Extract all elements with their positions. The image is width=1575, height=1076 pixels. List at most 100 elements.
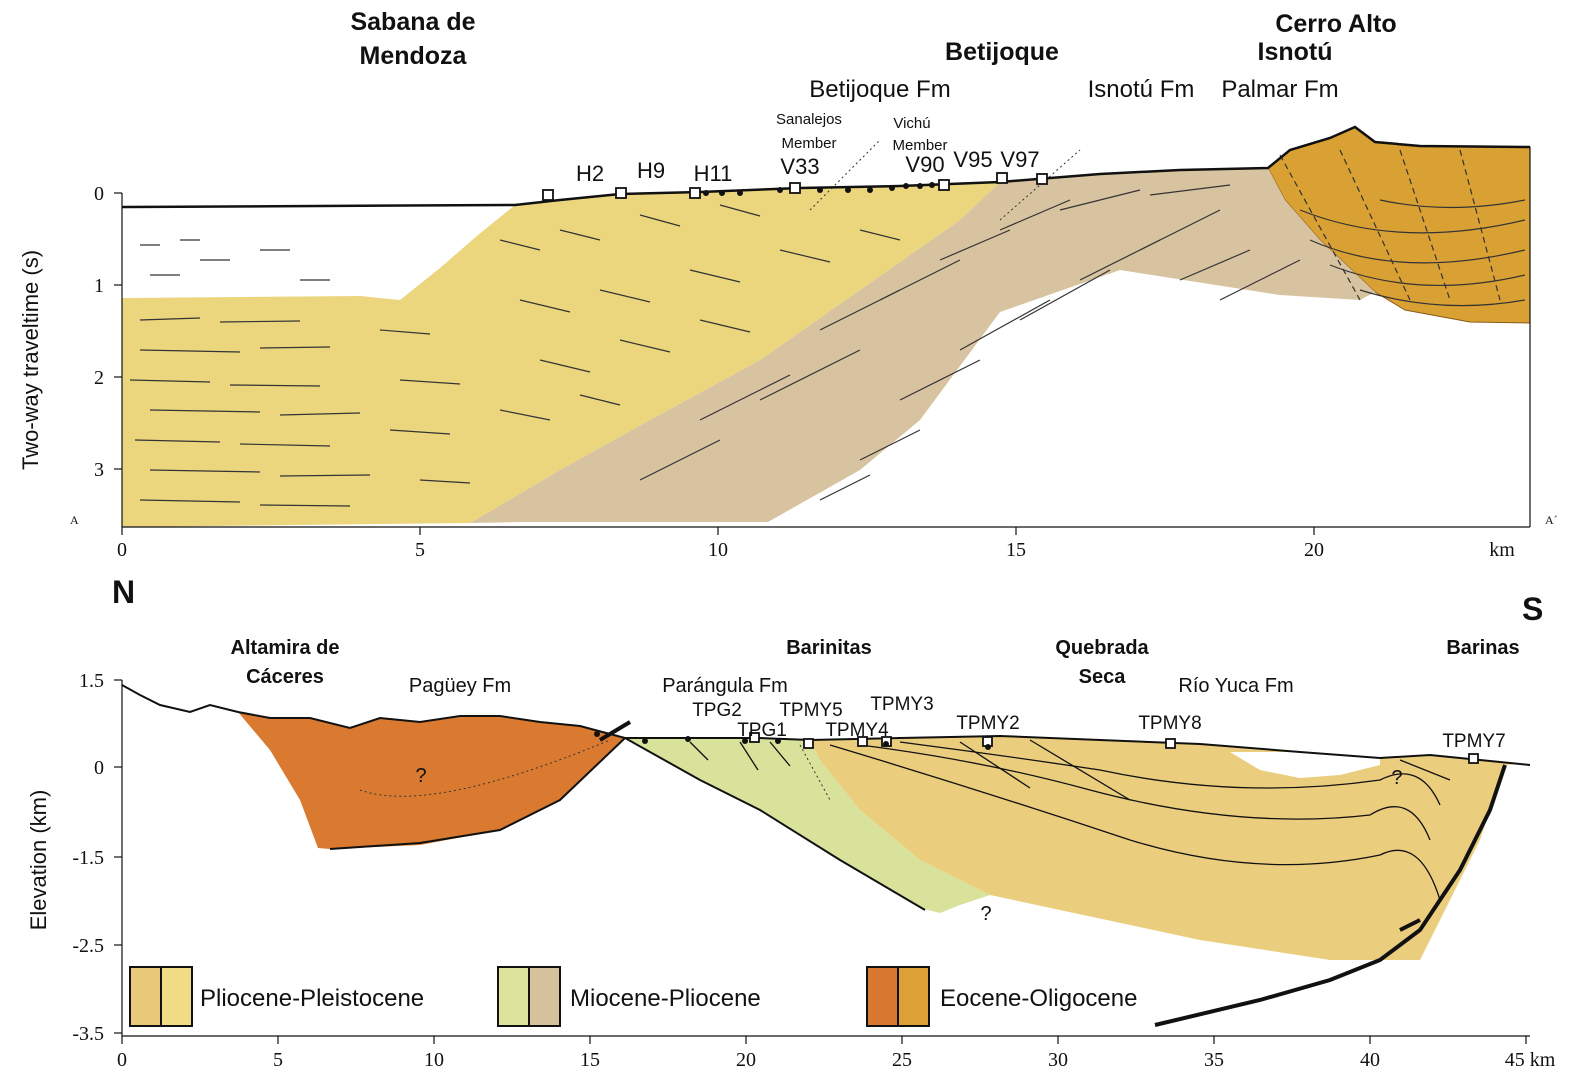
isnotu-formation-body xyxy=(470,168,1375,523)
bottom-y-label: Elevation (km) xyxy=(26,790,51,931)
bottom-section: Elevation (km) 1.5 0 -1.5 -2.5 -3.5 0 5 … xyxy=(26,637,1556,1071)
uncertain-mark-3: ? xyxy=(1391,767,1402,789)
legend-item-eocene-oligocene: Eocene-Oligocene xyxy=(866,966,1137,1027)
sample-h2: H2 xyxy=(576,161,604,186)
top-sample-dots xyxy=(703,182,935,196)
sample-v90: V90 xyxy=(905,152,944,177)
place-sabana-line2: Mendoza xyxy=(360,42,468,70)
top-section: Two-way traveltime (s) 0 1 2 3 0 5 10 15… xyxy=(18,8,1558,561)
legend-swatch-left xyxy=(497,966,530,1027)
top-y-label: Two-way traveltime (s) xyxy=(18,250,43,470)
paguey-base xyxy=(329,737,626,850)
parangula-base xyxy=(624,737,926,911)
bottom-x-tick-5: 5 xyxy=(273,1049,283,1071)
top-surface-line xyxy=(121,125,1531,209)
sample-h9: H9 xyxy=(637,158,665,183)
place-quebrada-line1: Quebrada xyxy=(1055,637,1149,659)
bottom-x-tick-15: 15 xyxy=(580,1049,600,1071)
sample-h11: H11 xyxy=(694,161,733,186)
place-altamira-line2: Cáceres xyxy=(246,666,324,688)
sample-tpmy4: TPMY4 xyxy=(825,720,889,741)
top-y-tick-2: 2 xyxy=(94,367,104,389)
legend-label: Eocene-Oligocene xyxy=(940,985,1137,1012)
legend-item-pliocene-pleistocene: Pliocene-Pleistocene xyxy=(129,966,424,1027)
sample-tpmy5: TPMY5 xyxy=(779,700,842,721)
sample-tpmy2: TPMY2 xyxy=(956,713,1019,734)
top-reflectors xyxy=(129,204,901,507)
parangula-formation-body xyxy=(625,738,990,913)
betijoque-fm-label: Betijoque Fm xyxy=(809,76,950,103)
bottom-x-tick-25: 25 xyxy=(892,1049,912,1071)
legend-swatch-right xyxy=(897,966,930,1027)
legend-label: Miocene-Pliocene xyxy=(570,985,761,1012)
bottom-x-tick-45: 45 km xyxy=(1505,1049,1556,1071)
top-miocene-reflectors xyxy=(639,184,1301,501)
bottom-sample-dots xyxy=(594,731,991,750)
paguey-inner-contact xyxy=(359,739,611,797)
section-end-a: A xyxy=(70,513,79,527)
top-x-tick-15: 15 xyxy=(1006,539,1026,561)
bottom-bedding-lines xyxy=(689,739,1451,901)
place-sabana-line1: Sabana de xyxy=(350,8,475,36)
bottom-surface-line xyxy=(121,684,1531,766)
bottom-tick-marks xyxy=(114,679,1527,1044)
legend-swatch-right xyxy=(528,966,561,1027)
bottom-x-tick-30: 30 xyxy=(1048,1049,1068,1071)
sanalejos-label-1: Sanalejos xyxy=(776,111,842,128)
betijoque-formation-body xyxy=(122,182,1000,527)
isnotu-fm-label: Isnotú Fm xyxy=(1088,76,1195,103)
sample-v95: V95 xyxy=(953,147,992,172)
bottom-x-tick-0: 0 xyxy=(117,1049,127,1071)
legend-swatch-left xyxy=(129,966,162,1027)
bottom-x-tick-35: 35 xyxy=(1204,1049,1224,1071)
place-altamira-line1: Altamira de xyxy=(231,637,340,659)
paguey-fm-label: Pagüey Fm xyxy=(409,675,511,697)
section-end-a-prime: A´ xyxy=(1545,513,1558,527)
palmar-fm-label: Palmar Fm xyxy=(1221,76,1338,103)
place-barinitas: Barinitas xyxy=(786,637,872,659)
fault-arrow-left xyxy=(598,720,632,742)
sample-tpmy3: TPMY3 xyxy=(870,694,933,715)
bottom-y-tick-0: 0 xyxy=(94,757,104,779)
uncertain-mark-2: ? xyxy=(980,903,991,925)
place-barinas: Barinas xyxy=(1446,637,1519,659)
paguey-formation-body xyxy=(238,712,625,849)
sample-v97: V97 xyxy=(1000,147,1039,172)
legend-item-miocene-pliocene: Miocene-Pliocene xyxy=(497,966,761,1027)
bottom-y-tick-neg1-5: -1.5 xyxy=(72,847,104,869)
top-sample-markers xyxy=(542,172,1048,201)
bottom-x-tick-20: 20 xyxy=(736,1049,756,1071)
place-cerro-alto: Cerro Alto xyxy=(1275,10,1396,38)
legend-label: Pliocene-Pleistocene xyxy=(200,985,424,1012)
sample-tpmy7: TPMY7 xyxy=(1442,731,1505,752)
sanalejos-label-2: Member xyxy=(781,135,836,152)
sample-tpg2: TPG2 xyxy=(692,700,742,721)
place-quebrada-line2: Seca xyxy=(1079,666,1127,688)
top-x-unit: km xyxy=(1489,539,1515,561)
top-y-tick-0: 0 xyxy=(94,183,104,205)
top-x-tick-10: 10 xyxy=(708,539,728,561)
sanalejos-contact xyxy=(809,139,881,211)
thrust-arrow xyxy=(1399,918,1421,932)
vichu-label-2: Member xyxy=(892,137,947,154)
bottom-x-tick-10: 10 xyxy=(424,1049,444,1071)
top-eocene-reflectors xyxy=(1279,149,1526,307)
legend-swatch-left xyxy=(866,966,899,1027)
rio-yuca-fm-label: Río Yuca Fm xyxy=(1178,675,1293,697)
top-tick-marks xyxy=(114,192,1315,535)
place-isnotu: Isnotú xyxy=(1258,38,1333,66)
top-x-tick-20: 20 xyxy=(1304,539,1324,561)
parangula-fm-label: Parángula Fm xyxy=(662,675,788,697)
top-x-tick-0: 0 xyxy=(117,539,127,561)
sample-v33: V33 xyxy=(780,154,819,179)
top-y-tick-3: 3 xyxy=(94,459,104,481)
uncertain-mark-1: ? xyxy=(415,765,426,787)
rio-yuca-formation-body xyxy=(810,736,1520,960)
vichu-label-1: Vichú xyxy=(893,115,930,132)
north-label: N xyxy=(112,574,135,610)
top-x-tick-5: 5 xyxy=(415,539,425,561)
bottom-y-tick-neg3-5: -3.5 xyxy=(72,1023,104,1045)
place-betijoque: Betijoque xyxy=(945,38,1059,66)
thrust-fault-base xyxy=(1154,764,1507,1027)
